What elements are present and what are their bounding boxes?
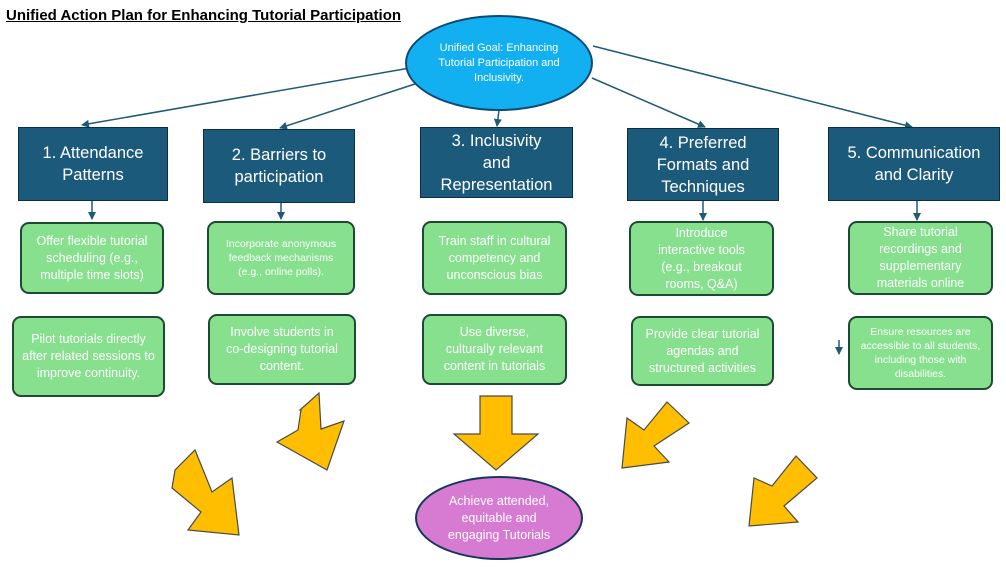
arrow-diagonal-right-lower — [748, 455, 818, 527]
connector-goal-to-cat-3 — [493, 109, 502, 127]
outcome-text: Achieve attended, equitable and engaging… — [447, 493, 551, 542]
action-co-designing-content: Involve students in co-designing tutoria… — [208, 314, 356, 385]
action-accessible-resources: Ensure resources are accessible to all s… — [848, 316, 993, 390]
diagram-title: Unified Action Plan for Enhancing Tutori… — [6, 7, 402, 24]
category-barriers-to-participation: 2. Barriers to participation — [203, 129, 355, 203]
action-text: Offer flexible tutorial scheduling (e.g.… — [36, 233, 148, 282]
category-attendance-patterns: 1. Attendance Patterns — [18, 127, 168, 201]
action-text: Use diverse, culturally relevant content… — [443, 325, 546, 373]
category-label: 4. Preferred Formats and Techniques — [656, 133, 750, 196]
unified-goal-ellipse: Unified Goal: Enhancing Tutorial Partici… — [405, 15, 593, 111]
action-text: Incorporate anonymous feedback mechanism… — [225, 238, 337, 278]
arrow-diagonal-right-upper — [621, 401, 690, 469]
action-train-staff: Train staff in cultural competency and u… — [422, 221, 567, 295]
action-text: Pilot tutorials directly after related s… — [22, 332, 155, 380]
category-preferred-formats: 4. Preferred Formats and Techniques — [627, 128, 779, 201]
category-label: 2. Barriers to participation — [231, 146, 327, 186]
action-clear-agendas: Provide clear tutorial agendas and struc… — [631, 316, 774, 386]
connector-goal-to-cat-5 — [592, 45, 913, 130]
action-text: Provide clear tutorial agendas and struc… — [645, 326, 760, 375]
category-communication-and-clarity: 5. Communication and Clarity — [828, 127, 1000, 201]
action-diverse-content: Use diverse, culturally relevant content… — [422, 314, 567, 385]
category-label: 3. Inclusivity and Representation — [440, 131, 553, 194]
unified-goal-text: Unified Goal: Enhancing Tutorial Partici… — [438, 41, 560, 84]
arrow-diagonal-left-upper — [275, 391, 345, 471]
action-share-recordings: Share tutorial recordings and supplement… — [848, 221, 993, 295]
arrow-diagonal-left-lower — [171, 448, 240, 536]
connector-goal-to-cat-4 — [591, 77, 706, 128]
category-label: 1. Attendance Patterns — [42, 144, 144, 184]
action-text: Train staff in cultural competency and u… — [438, 233, 551, 282]
action-interactive-tools: Introduce interactive tools (e.g., break… — [629, 221, 774, 296]
connector-goal-to-cat-1 — [81, 67, 411, 128]
category-label: 5. Communication and Clarity — [847, 144, 981, 184]
action-flexible-scheduling: Offer flexible tutorial scheduling (e.g.… — [20, 222, 164, 294]
action-text: Share tutorial recordings and supplement… — [876, 225, 965, 290]
action-text: Ensure resources are accessible to all s… — [860, 326, 981, 380]
outcome-ellipse: Achieve attended, equitable and engaging… — [415, 476, 583, 560]
action-pilot-tutorials: Pilot tutorials directly after related s… — [12, 316, 165, 397]
connector-goal-to-cat-2 — [279, 82, 419, 130]
arrow-down-center — [452, 395, 540, 471]
action-text: Involve students in co-designing tutoria… — [226, 325, 338, 373]
action-text: Introduce interactive tools (e.g., break… — [658, 225, 745, 291]
category-inclusivity-and-representation: 3. Inclusivity and Representation — [420, 127, 573, 198]
action-anonymous-feedback: Incorporate anonymous feedback mechanism… — [207, 221, 355, 295]
